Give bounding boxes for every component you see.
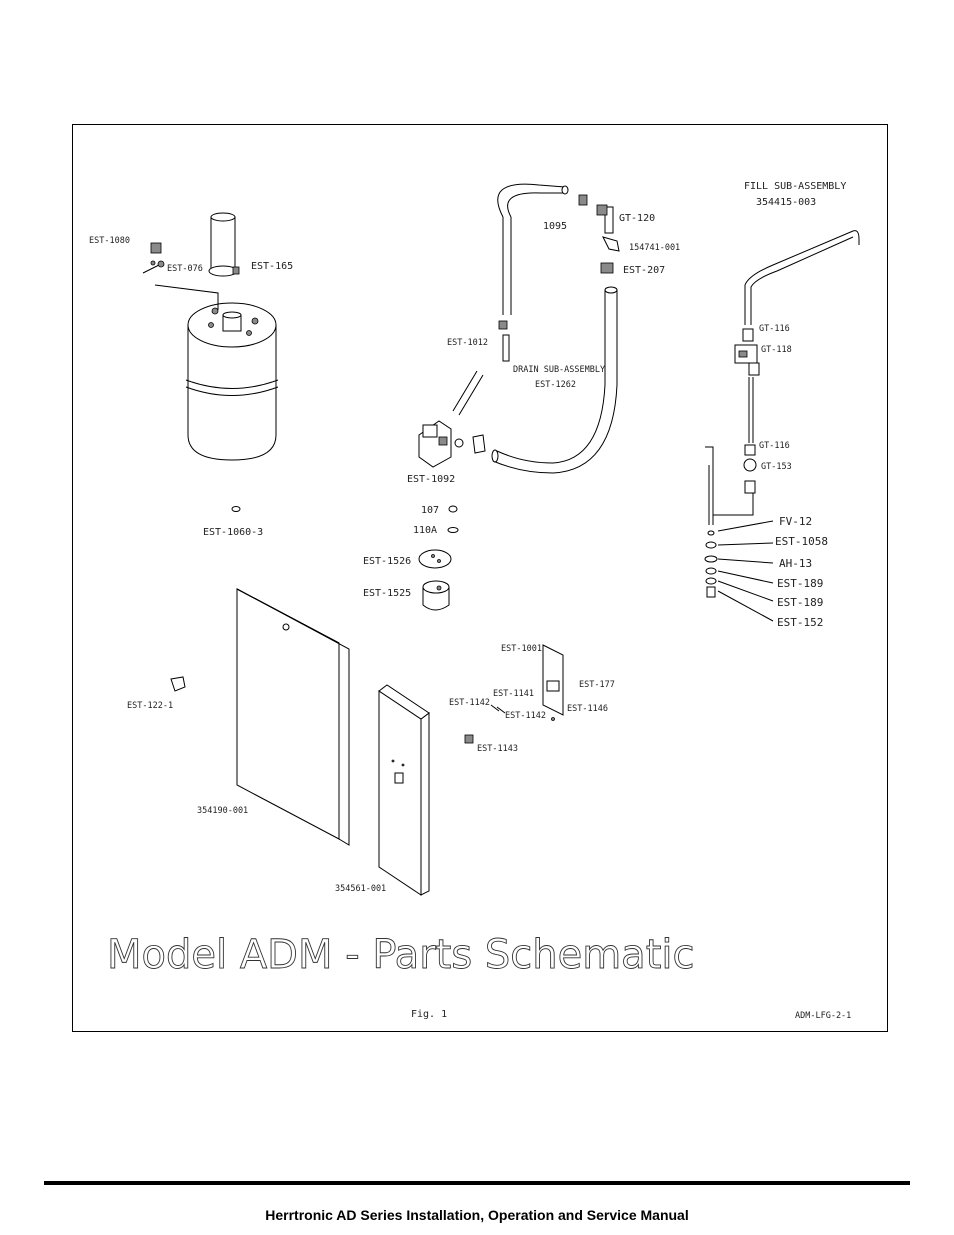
label-1095: 1095 [543,221,567,232]
label-ah-13: AH-13 [779,557,812,570]
schematic-title: Model ADM - Parts Schematic [107,932,694,978]
label-est-1146: EST-1146 [567,704,608,714]
label-est-1142-a: EST-1142 [449,698,490,708]
label-est-076: EST-076 [167,264,203,274]
fill-subassembly [704,230,860,622]
label-est-1060-3: EST-1060-3 [203,527,263,538]
panels [170,588,564,896]
figure-number: Fig. 1 [411,1009,447,1020]
label-est-1012: EST-1012 [447,338,488,348]
label-est-165: EST-165 [251,261,293,272]
label-fv-12: FV-12 [779,515,812,528]
label-gt-116-a: GT-116 [759,324,790,334]
fill-subassembly-number: 354415-003 [756,197,816,208]
label-gt-116-b: GT-116 [759,441,790,451]
footer-rule [44,1181,910,1185]
fill-subassembly-name: FILL SUB-ASSEMBLY [744,181,846,192]
label-est-122-1: EST-122-1 [127,701,173,711]
label-est-1143: EST-1143 [477,744,518,754]
label-est-1526: EST-1526 [363,556,411,567]
label-354190-001: 354190-001 [197,806,248,816]
label-354561-001: 354561-001 [335,884,386,894]
label-gt-118: GT-118 [761,345,792,355]
label-est-1080: EST-1080 [89,236,130,246]
drain-subassembly-name: DRAIN SUB-ASSEMBLY [513,365,605,375]
label-est-177: EST-177 [579,680,615,690]
label-est-152: EST-152 [777,616,823,629]
parts-schematic-frame: FILL SUB-ASSEMBLY 354415-003 EST-1080 ES… [72,124,888,1032]
label-gt-120: GT-120 [619,213,655,224]
parts-schematic-drawing: FILL SUB-ASSEMBLY 354415-003 EST-1080 ES… [89,181,860,1021]
drawing-number: ADM-LFG-2-1 [795,1011,851,1021]
label-gt-153: GT-153 [761,462,792,472]
label-est-1525: EST-1525 [363,588,411,599]
center-plumbing [418,183,620,611]
footer-manual-title: Herrtronic AD Series Installation, Opera… [265,1207,689,1223]
label-est-189-a: EST-189 [777,577,823,590]
label-est-1001: EST-1001 [501,644,542,654]
drain-subassembly-number: EST-1262 [535,380,576,390]
label-est-1058: EST-1058 [775,535,828,548]
tank-assembly [142,212,279,512]
label-107: 107 [421,505,439,516]
label-154741-001: 154741-001 [629,243,680,253]
part-labels: FILL SUB-ASSEMBLY 354415-003 EST-1080 ES… [89,181,851,1021]
label-110a: 110A [413,525,437,536]
label-est-189-b: EST-189 [777,596,823,609]
label-est-207: EST-207 [623,265,665,276]
label-est-1142-b: EST-1142 [505,711,546,721]
label-est-1092: EST-1092 [407,474,455,485]
label-est-1141: EST-1141 [493,689,534,699]
